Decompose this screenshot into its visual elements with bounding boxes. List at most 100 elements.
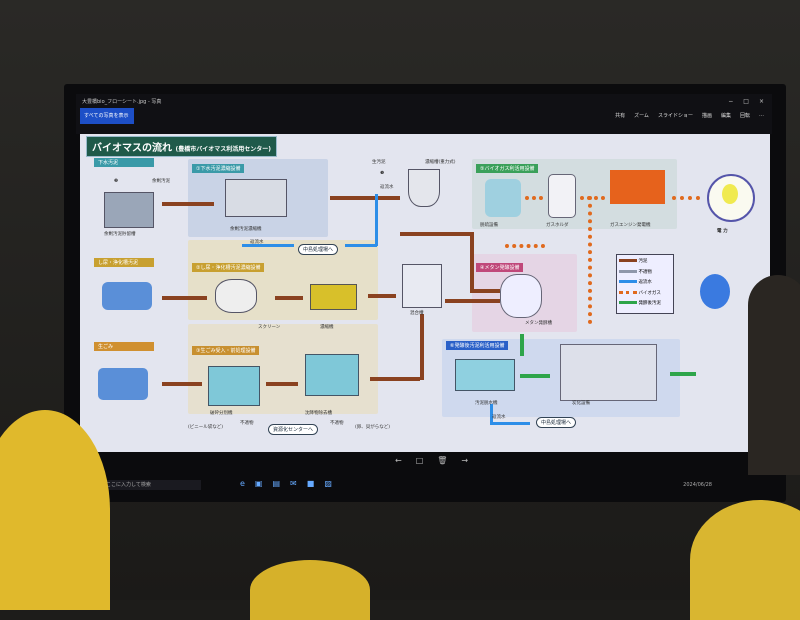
label-excess-sludge: 余剰汚泥 <box>152 179 170 184</box>
label-return-water-3: 返流水 <box>492 415 506 420</box>
arrow-biogas <box>505 244 545 248</box>
label-sedimentation: 沈降物除去槽 <box>305 411 332 416</box>
section-5: ⑤バイオガス利活用設備 <box>476 164 539 173</box>
window-controls: − □ × <box>728 98 764 105</box>
label-excess-thickener: 余剰汚泥濃縮機 <box>230 227 262 232</box>
rotate-button[interactable]: 回転 <box>739 113 750 119</box>
label-crusher: 破砕分別機 <box>210 411 233 416</box>
yellow-hat <box>250 560 370 620</box>
arrow-sludge <box>162 202 214 206</box>
person <box>748 275 800 475</box>
gas-holder <box>548 174 576 218</box>
arrow-digested <box>520 334 524 356</box>
label-return-water-2: 返流水 <box>250 240 264 245</box>
title-text: バイオマスの流れ <box>92 143 172 154</box>
clock-date: 2024/06/28 <box>683 482 712 488</box>
info-button[interactable]: □ <box>415 456 424 465</box>
zoom-button[interactable]: ズーム <box>634 113 649 119</box>
section-3: ③生ごみ受入・前処理設備 <box>192 346 260 355</box>
legend-return: 返流水 <box>619 278 671 289</box>
arrow-digested <box>670 372 696 376</box>
share-button[interactable]: 共有 <box>615 113 626 119</box>
arrow-biogas <box>580 196 605 200</box>
to-nakajima-1: 中島処理場へ <box>298 244 339 255</box>
subtitle-text: (豊橋市バイオマス利活用センター) <box>175 146 271 153</box>
excess-sludge-tank <box>104 192 154 228</box>
arrow-return-water <box>345 244 377 247</box>
legend: 汚泥 不適物 返流水 バイオガス 発酵後汚泥 <box>616 254 674 314</box>
mail-icon[interactable]: ✉ <box>290 479 297 488</box>
more-button[interactable]: … <box>759 112 764 118</box>
arrow-sludge <box>420 314 424 380</box>
label-gravity-thickener: 濃縮槽(重力式) <box>425 160 456 165</box>
biomass-diagram: バイオマスの流れ (豊橋市バイオマス利活用センター) 下水汚泥 し尿・浄化槽汚泥… <box>80 134 770 452</box>
taskbar-apps: e ▣ ▤ ✉ ■ ▨ <box>240 479 332 488</box>
label-unsuitable-2: 不適物 <box>330 421 344 426</box>
gas-engine-generator <box>610 170 665 204</box>
to-nakajima-2: 中島処理場へ <box>536 417 577 428</box>
arrow-biogas <box>525 196 543 200</box>
thickener-unit <box>310 284 357 310</box>
label-methane-tank: メタン発酵槽 <box>525 321 552 326</box>
source-sewage: 下水汚泥 <box>94 158 154 167</box>
slideshow-button[interactable]: スライドショー <box>657 113 693 119</box>
next-button[interactable]: → <box>461 456 469 465</box>
maximize-button[interactable]: □ <box>743 98 749 105</box>
arrow-return-water <box>242 244 294 247</box>
delete-button[interactable]: 🗑 <box>437 456 448 465</box>
desulfurizer <box>485 179 521 217</box>
arrow-sludge <box>275 296 303 300</box>
mixing-tank <box>402 264 442 308</box>
close-button[interactable]: × <box>758 98 764 105</box>
explorer-icon[interactable]: ▣ <box>254 479 263 488</box>
arrow-digested <box>520 374 550 378</box>
label-screen: スクリーン <box>258 325 281 330</box>
arrow-return-water <box>375 194 378 246</box>
search-placeholder: ここに入力して検索 <box>106 482 151 488</box>
label-gas-holder: ガスホルダ <box>546 223 569 228</box>
app-icon[interactable]: ■ <box>306 479 315 488</box>
arrow-sludge <box>400 232 472 236</box>
label-excess-tank: 余剰汚泥貯留槽 <box>104 232 136 237</box>
taskbar-search[interactable]: ここに入力して検索 <box>102 480 201 490</box>
mascot-character <box>700 274 730 309</box>
label-return-water-1: 返流水 <box>380 185 394 190</box>
arrow-sludge <box>266 382 298 386</box>
edit-button[interactable]: 編集 <box>720 113 731 119</box>
arrow-return-water <box>490 422 530 425</box>
label-thickener: 濃縮機 <box>320 325 334 330</box>
photos-icon[interactable]: ▨ <box>324 479 332 488</box>
legend-digested: 発酵後汚泥 <box>619 299 671 310</box>
legend-biogas: バイオガス <box>619 289 671 300</box>
lightbulb-icon <box>707 174 755 222</box>
previous-button[interactable]: ← <box>395 456 402 465</box>
label-shells: (卵、貝がらなど) <box>355 425 391 430</box>
to-recycling: 資源化センターへ <box>268 424 319 435</box>
all-photos-button[interactable]: すべての写真を表示 <box>80 108 134 124</box>
label-mixing-tank: 混合槽 <box>410 311 424 316</box>
arrow-sludge <box>162 382 202 386</box>
label-plastic: (ビニール袋など) <box>188 425 224 430</box>
section-6: ⑥発酵後汚泥利活用設備 <box>446 341 509 350</box>
label-electricity: 電 力 <box>717 229 728 234</box>
section-1: ①下水汚泥濃縮設備 <box>192 164 245 173</box>
minimize-button[interactable]: − <box>728 98 734 105</box>
arrow-sludge <box>370 377 420 381</box>
source-night-soil: し尿・浄化槽汚泥 <box>94 258 154 267</box>
arrow-return-water <box>490 404 493 424</box>
arrow-sludge <box>470 232 474 292</box>
excess-thickener <box>225 179 287 217</box>
draw-button[interactable]: 描画 <box>701 113 712 119</box>
store-icon[interactable]: ▤ <box>272 479 281 488</box>
arrow-biogas <box>672 196 700 200</box>
diagram-title: バイオマスの流れ (豊橋市バイオマス利活用センター) <box>86 136 277 157</box>
garbage-truck <box>98 368 148 400</box>
legend-sludge: 汚泥 <box>619 257 671 268</box>
section-2: ②し尿・浄化槽汚泥濃縮設備 <box>192 263 265 272</box>
label-carbonization: 炭化設備 <box>572 401 590 406</box>
photos-titlebar: 大豊橋bio_フローシート.jpg - 写真 − □ × すべての写真を表示 共… <box>76 94 772 134</box>
toolbar: 共有 ズーム スライドショー 描画 編集 回転 … <box>615 112 764 119</box>
edge-icon[interactable]: e <box>240 479 245 488</box>
section-4: ④メタン発酵設備 <box>476 263 524 272</box>
sedimentation-tank <box>305 354 359 396</box>
